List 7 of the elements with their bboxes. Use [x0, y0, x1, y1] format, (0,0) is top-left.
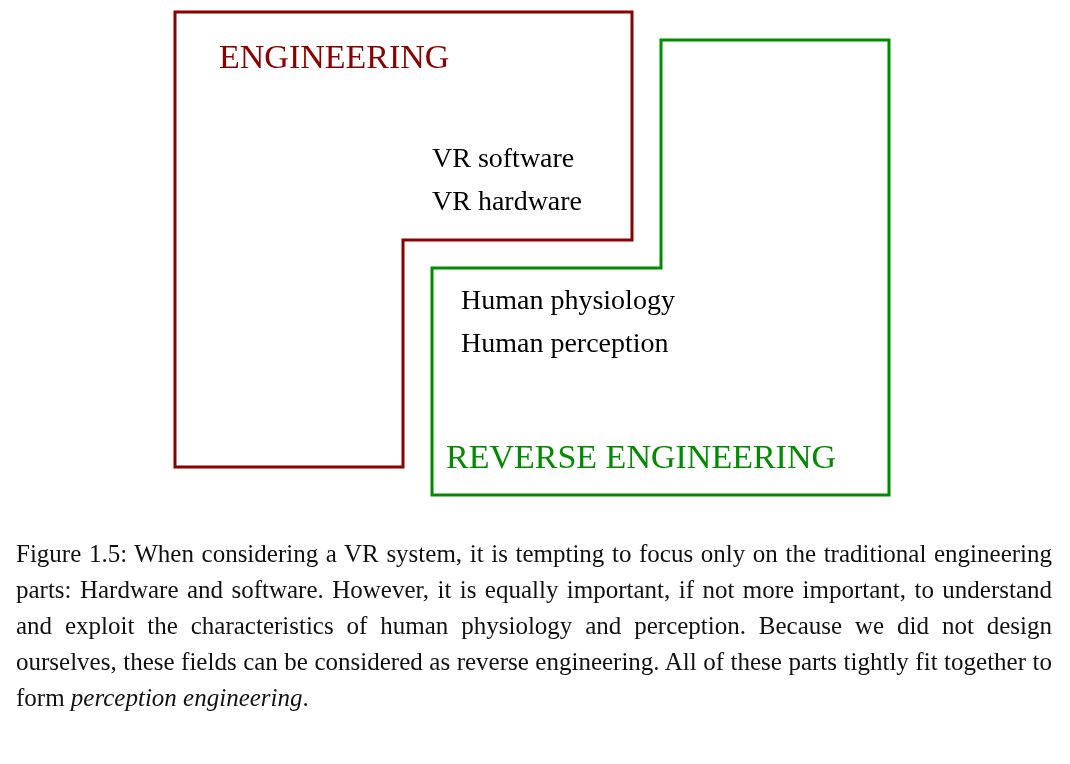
region-item: Human perception: [461, 329, 669, 357]
figure-caption: Figure 1.5: When considering a VR system, it is tempting to focus only on the traditional engineering parts: Hardware and software. However, it is equally important, if not more important, to understand and exploit the characteristics of human physiology and perception. Because we did not design ourselves, these fields can be considered as reverse engineering. All of these parts tightly fit together to form perception engineering.: [16, 539, 1052, 713]
region-item: Human physiology: [461, 286, 675, 314]
region-title: ENGINEERING: [219, 40, 450, 74]
region-item: VR hardware: [432, 187, 583, 215]
region-title: REVERSE ENGINEERING: [446, 440, 837, 474]
region-item: VR software: [432, 144, 575, 172]
